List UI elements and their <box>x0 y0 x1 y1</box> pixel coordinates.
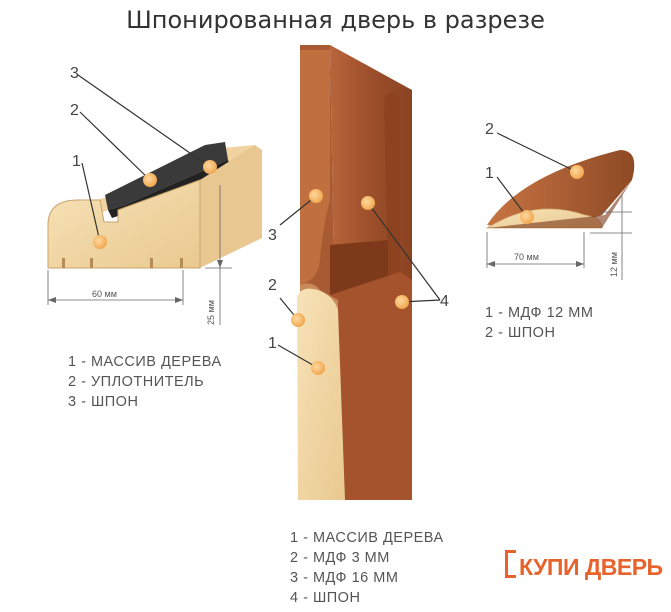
callout-2c: 2 <box>268 277 277 294</box>
callout-1r: 1 <box>485 165 494 182</box>
door-cross-section: 3 2 1 4 <box>268 45 449 500</box>
mdf-16-layer <box>300 50 330 285</box>
right-moulding-profile: 70 мм 12 мм 2 1 <box>485 121 635 280</box>
callout-3c: 3 <box>268 227 277 244</box>
door-moulding <box>384 93 400 280</box>
callout-dot-2c <box>291 313 305 327</box>
callout-2r: 2 <box>485 121 494 138</box>
dim-width-label: 60 мм <box>92 289 117 299</box>
callout-dot-1c <box>311 361 325 375</box>
center-legend-item-2: 2 - МДФ 3 ММ <box>290 550 390 566</box>
callout-dot-1 <box>93 235 107 249</box>
callout-dot-3 <box>203 160 217 174</box>
brand-logo: КУПИ ДВЕРЬ <box>505 550 663 581</box>
center-legend-item-4: 4 - ШПОН <box>290 590 361 606</box>
left-legend-item-2: 2 - УПЛОТНИТЕЛЬ <box>68 374 205 390</box>
dim-height-label: 25 мм <box>206 300 216 325</box>
callout-dot-1r <box>520 210 534 224</box>
left-frame-profile: 60 мм 25 мм 3 2 1 <box>47 65 262 325</box>
left-legend-item-1: 1 - МАССИВ ДЕРЕВА <box>68 354 222 370</box>
callout-dot-3c <box>309 189 323 203</box>
solid-wood-layer <box>297 288 345 500</box>
center-legend-item-3: 3 - МДФ 16 ММ <box>290 570 399 586</box>
seal-strip <box>105 142 228 210</box>
callout-dot-4c <box>395 295 409 309</box>
callout-3: 3 <box>70 65 79 82</box>
dim-height-label-r: 12 мм <box>609 252 619 277</box>
right-legend: 1 - МДФ 12 ММ 2 - ШПОН <box>485 303 593 343</box>
frame-cross-section <box>47 179 201 269</box>
callout-4c: 4 <box>440 293 449 310</box>
callout-1: 1 <box>72 153 81 170</box>
callout-dot-2 <box>143 173 157 187</box>
callout-dot-2r <box>570 165 584 179</box>
right-legend-item-1: 1 - МДФ 12 ММ <box>485 305 594 321</box>
center-legend: 1 - МАССИВ ДЕРЕВА 2 - МДФ 3 ММ 3 - МДФ 1… <box>290 528 444 608</box>
frame-side-face <box>200 145 262 268</box>
center-legend-item-1: 1 - МАССИВ ДЕРЕВА <box>290 530 444 546</box>
page-title: Шпонированная дверь в разрезе <box>126 6 545 34</box>
left-legend: 1 - МАССИВ ДЕРЕВА 2 - УПЛОТНИТЕЛЬ 3 - ШП… <box>68 352 222 412</box>
left-legend-item-3: 3 - ШПОН <box>68 394 139 410</box>
dim-width-label-r: 70 мм <box>514 252 539 262</box>
callout-2: 2 <box>70 102 79 119</box>
right-legend-item-2: 2 - ШПОН <box>485 325 556 341</box>
brand-bracket-icon <box>505 550 516 578</box>
callout-1c: 1 <box>268 335 277 352</box>
moulding-veneer-top <box>487 150 635 228</box>
